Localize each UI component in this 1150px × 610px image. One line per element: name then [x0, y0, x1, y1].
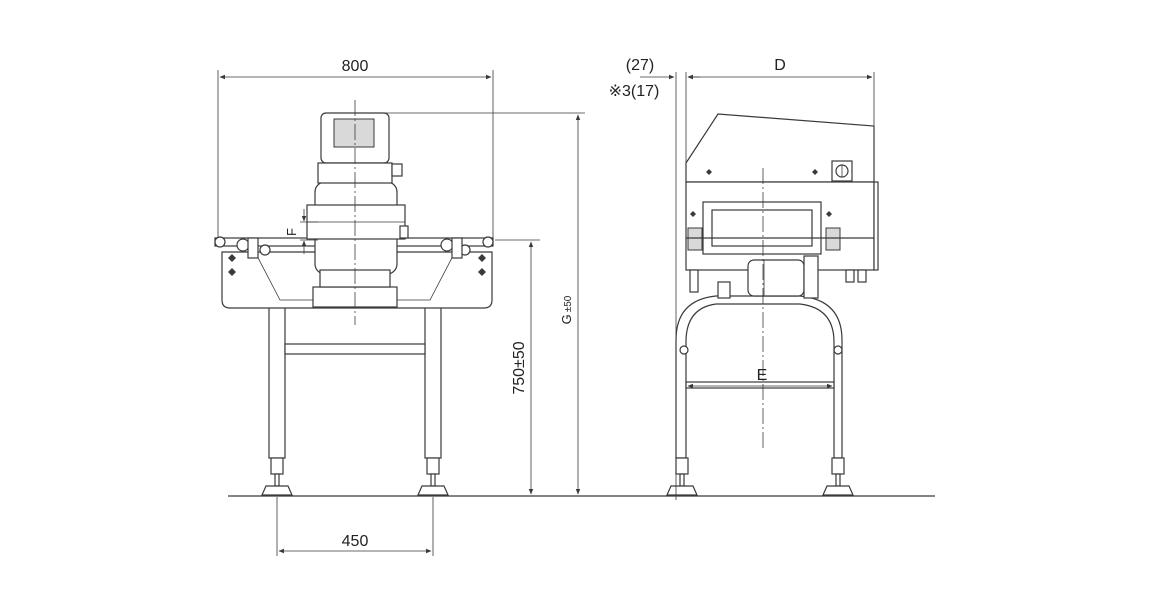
dimension-450-label: 450: [342, 533, 369, 550]
front-right-leg: [417, 301, 449, 496]
front-display-screen: [333, 118, 375, 148]
dimension-g-label: G: [559, 314, 574, 324]
dimension-800: 800: [217, 58, 494, 238]
front-belt-brackets: [228, 237, 486, 276]
front-crossbar: [284, 343, 426, 355]
dimension-17-note: ※3(17): [609, 83, 660, 100]
side-left-foot: [666, 457, 698, 496]
side-motor: [747, 259, 805, 297]
dimension-f: F: [284, 209, 318, 254]
dimension-e: E: [687, 367, 833, 389]
dimension-e-label: E: [757, 367, 768, 384]
dimension-27-label: (27): [626, 57, 654, 74]
side-view: [666, 113, 879, 496]
front-view: [214, 100, 494, 496]
dimension-750-label: 750±50: [511, 341, 528, 394]
dimension-450: 450: [276, 497, 434, 556]
dimension-750: 750±50: [495, 239, 540, 495]
dimension-d: D: [685, 57, 875, 163]
dimension-d-label: D: [774, 57, 786, 74]
dimension-g-tolerance: ±50: [563, 295, 574, 312]
dimension-f-label: F: [284, 228, 299, 236]
front-left-leg: [261, 301, 293, 496]
side-housing-top: [685, 113, 875, 183]
dimension-800-label: 800: [342, 58, 369, 75]
side-right-foot: [822, 457, 854, 496]
dimension-27: (27) ※3(17): [609, 57, 700, 500]
svg-text:G±50: G ±50: [559, 295, 574, 324]
dimension-g: G ±50: [355, 112, 585, 495]
